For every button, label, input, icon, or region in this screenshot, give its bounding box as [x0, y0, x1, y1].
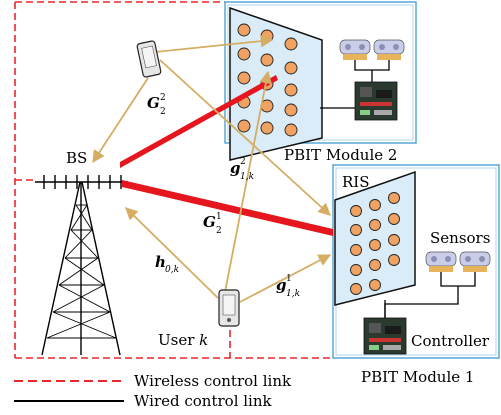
svg-text:h: h [155, 253, 166, 271]
user-label: User k [158, 331, 208, 349]
controller-board-module-2 [354, 81, 398, 121]
bs-ris2-beam [120, 75, 278, 168]
pbit-module-2-label: PBIT Module 2 [284, 146, 397, 164]
ris-panel-module-1 [334, 170, 416, 306]
bs-label: BS [66, 149, 87, 167]
channel-label-g1k-1: g 1 1,k [276, 274, 300, 299]
sensors-label: Sensors [430, 229, 490, 247]
bs-ris1-beam [122, 180, 333, 236]
sensors-icon-module-1 [425, 251, 491, 272]
channel-label-g1k-2: g 2 1,k [230, 157, 254, 182]
controller-label: Controller [411, 332, 490, 350]
svg-text:2: 2 [240, 157, 246, 167]
channel-label-G2-2: G 2 2 [147, 93, 166, 117]
user-phone-icon [218, 289, 240, 327]
svg-text:g: g [230, 159, 241, 177]
wired-link-module-2 [320, 60, 390, 109]
wireless-control-link-boundary [14, 1, 335, 359]
channel-label-G2-1: G 1 2 [203, 212, 222, 236]
pbit-module-1-label: PBIT Module 1 [361, 368, 474, 386]
sensors-icon-module-2 [339, 39, 405, 60]
svg-text:2: 2 [216, 226, 222, 236]
svg-text:1: 1 [286, 274, 292, 284]
svg-text:2: 2 [160, 107, 166, 117]
legend-wireless-label: Wireless control link [134, 372, 292, 390]
ris-label: RIS [342, 173, 370, 191]
svg-text:1,k: 1,k [240, 172, 254, 182]
svg-text:1,k: 1,k [286, 289, 300, 299]
base-station-tower-icon [35, 175, 128, 356]
svg-text:G: G [147, 94, 160, 112]
svg-text:G: G [203, 213, 216, 231]
legend: Wireless control link Wired control link [14, 372, 292, 410]
controller-board-module-1 [363, 317, 407, 355]
legend-wired-label: Wired control link [134, 392, 273, 410]
user-phone-icon-upper [136, 40, 162, 78]
svg-text:1: 1 [216, 212, 222, 222]
signal-arrows [92, 34, 332, 303]
svg-text:2: 2 [160, 93, 166, 103]
wired-link-module-1 [384, 272, 476, 318]
svg-text:0,k: 0,k [165, 265, 179, 275]
channel-label-h0k: h 0,k [155, 253, 179, 275]
svg-text:g: g [276, 276, 287, 294]
